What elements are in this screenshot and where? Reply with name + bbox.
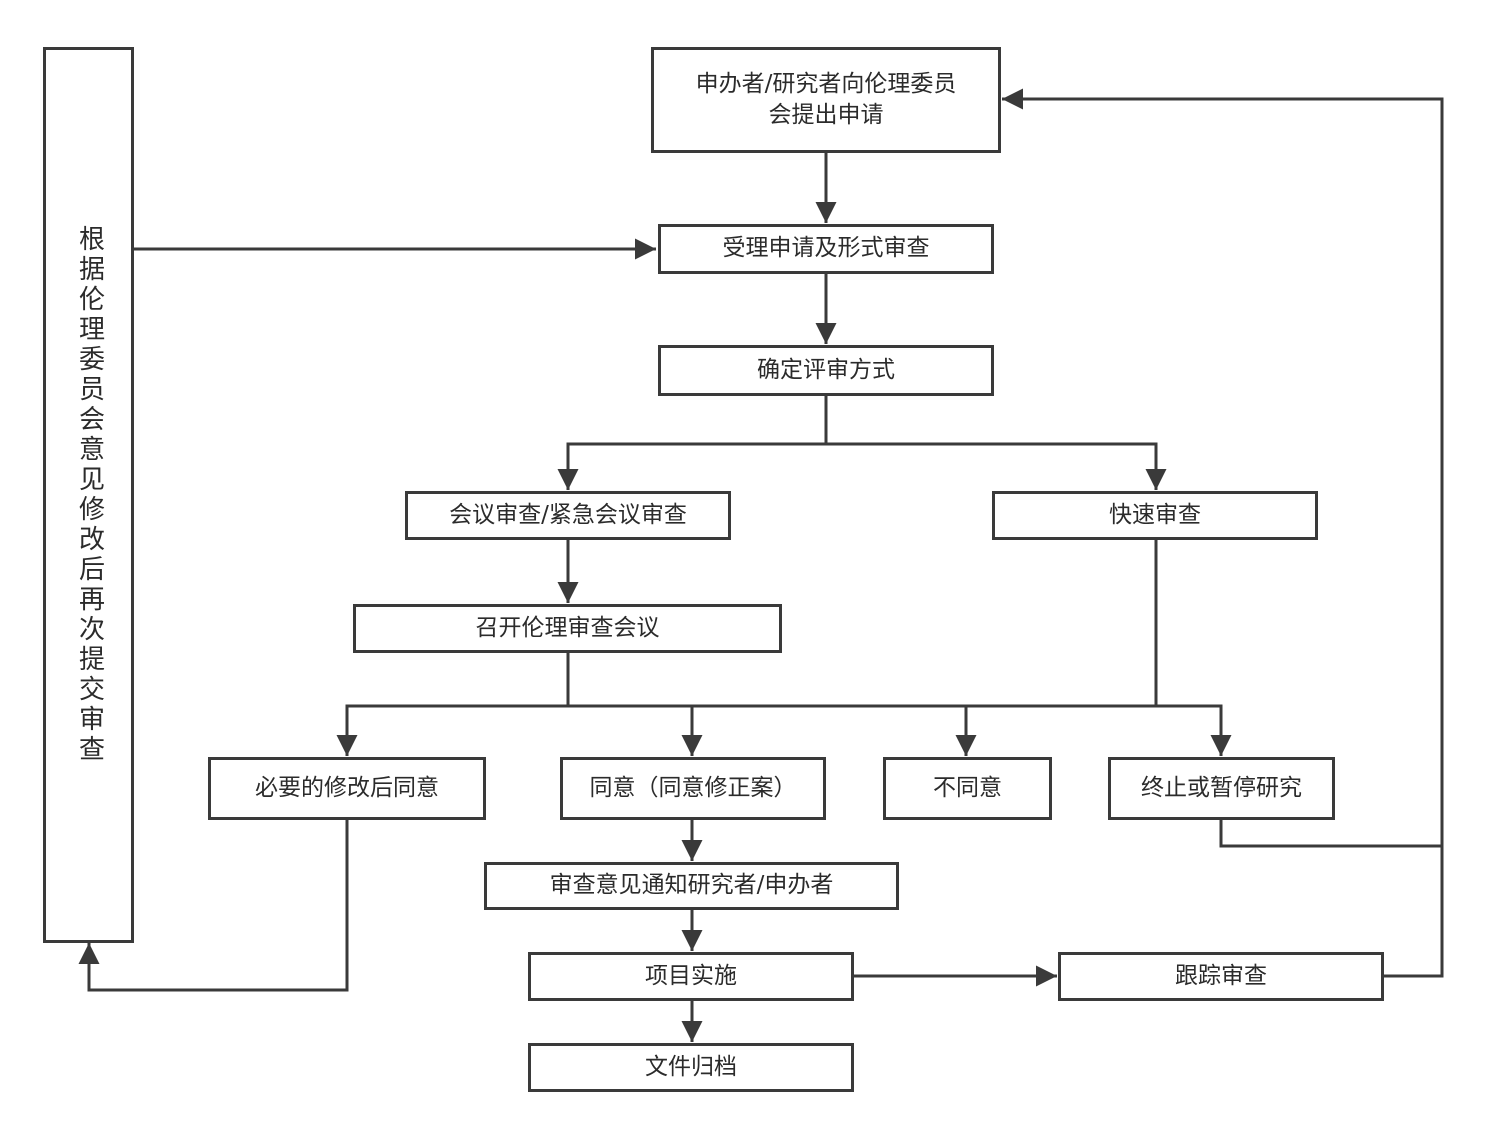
node-terminate-label: 终止或暂停研究 (1141, 774, 1302, 801)
node-disapprove: 不同意 (883, 757, 1052, 820)
connector-revise-to-resubmit (78, 820, 349, 992)
node-track-label: 跟踪审查 (1175, 962, 1267, 989)
node-implement: 项目实施 (528, 952, 854, 1001)
node-determine: 确定评审方式 (658, 345, 994, 396)
connector-determine-branch (557, 396, 828, 490)
connector-branch-terminate (966, 704, 1232, 756)
node-revise-approve-label: 必要的修改后同意 (255, 774, 439, 801)
node-accept-label: 受理申请及形式审查 (722, 235, 930, 262)
node-disapprove-label: 不同意 (933, 774, 1002, 801)
node-implement-label: 项目实施 (645, 962, 737, 989)
node-determine-label: 确定评审方式 (757, 356, 895, 383)
node-notify-label: 审查意见通知研究者/申办者 (549, 872, 834, 899)
node-resubmit: 根据伦理委员会意见修改后再次提交审查 (43, 47, 134, 943)
node-archive-label: 文件归档 (645, 1053, 737, 1080)
node-apply-label: 申办者/研究者向伦理委员 会提出申请 (695, 70, 957, 128)
node-resubmit-label: 根据伦理委员会意见修改后再次提交审查 (74, 225, 105, 765)
connector-terminate-loop (1219, 820, 1442, 848)
node-apply: 申办者/研究者向伦理委员 会提出申请 (651, 47, 1001, 153)
connector-track-loop (1002, 88, 1444, 978)
node-hold-meeting-label: 召开伦理审查会议 (475, 614, 660, 641)
node-terminate: 终止或暂停研究 (1108, 757, 1335, 820)
node-revise-approve: 必要的修改后同意 (208, 757, 486, 820)
connector-branch-right (692, 704, 977, 756)
connector-determine-fast (826, 442, 1167, 490)
connector-branch-approve (568, 704, 703, 756)
node-approve-label: 同意（同意修正案） (589, 774, 797, 801)
node-track: 跟踪审查 (1058, 952, 1384, 1001)
node-meeting-review: 会议审查/紧急会议审查 (405, 491, 731, 540)
node-fast-review-label: 快速审查 (1109, 501, 1201, 528)
node-hold-meeting: 召开伦理审查会议 (353, 604, 782, 653)
node-accept: 受理申请及形式审查 (658, 224, 994, 274)
node-meeting-review-label: 会议审查/紧急会议审查 (449, 501, 687, 528)
connector-branch-revise (336, 704, 568, 756)
node-approve: 同意（同意修正案） (560, 757, 826, 820)
node-archive: 文件归档 (528, 1043, 854, 1092)
node-notify: 审查意见通知研究者/申办者 (484, 862, 899, 910)
node-fast-review: 快速审查 (992, 491, 1318, 540)
connector-fast-to-branch (966, 540, 1158, 708)
